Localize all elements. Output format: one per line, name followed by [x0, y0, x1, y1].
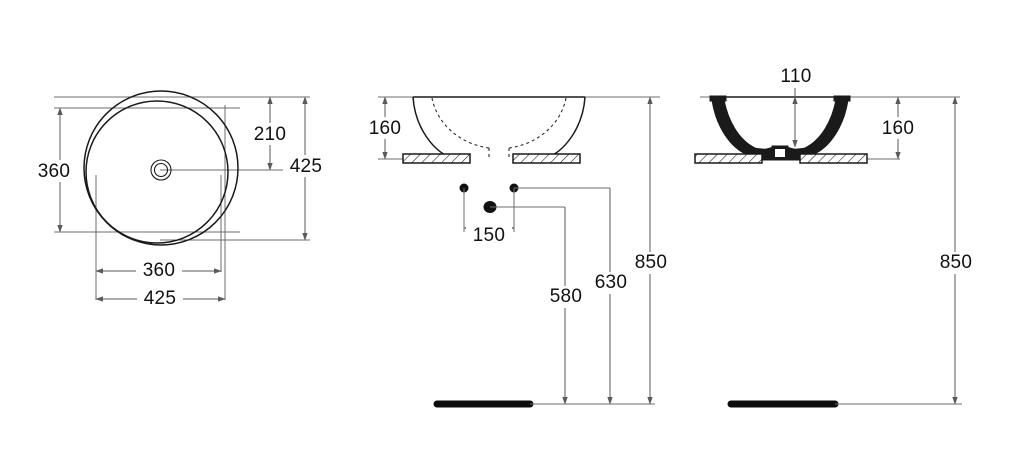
drain-inner-ring-icon: [153, 162, 169, 178]
side-countertop-left-plate: [694, 153, 763, 164]
dimension-front-630: 630: [588, 188, 634, 405]
plan-210-text-bg: [248, 123, 292, 145]
front-150-label: 150: [473, 225, 506, 246]
front-630-label: 630: [595, 272, 628, 293]
bowl-rim-left-cap: [709, 95, 727, 102]
plan-360h-text-bg: [136, 260, 182, 282]
dimension-plan-360-vertical: 360: [32, 107, 76, 233]
bowl-hidden-left-curve: [431, 97, 490, 149]
front-850-text-bg: [628, 252, 674, 274]
bowl-outer-left-profile: [412, 96, 453, 159]
plan-360v-text-bg: [32, 160, 76, 182]
inner-bowl-circle: [85, 100, 229, 244]
side-section-view: 110 160 850: [694, 66, 979, 408]
dimension-plan-210: 210: [248, 96, 292, 171]
front-580-label: 580: [550, 286, 583, 307]
drain-outer-ring-icon: [150, 159, 172, 181]
plan-360v-label: 360: [38, 161, 71, 182]
dimension-front-160: 160: [363, 96, 407, 160]
front-150-text-bg: [466, 225, 512, 247]
dimension-plan-360-horizontal: 360: [95, 260, 222, 282]
plan-425v-text-bg: [283, 155, 329, 177]
front-160-text-bg: [363, 117, 407, 139]
side-160-label: 160: [882, 118, 915, 139]
front-850-label: 850: [635, 252, 668, 273]
side-countertop-left-hatch: [695, 154, 762, 163]
side-countertop-right-plate: [799, 153, 868, 164]
plan-425h-text-bg: [137, 288, 183, 310]
dimension-front-150: 150: [463, 225, 515, 247]
countertop-right-plate: [512, 153, 581, 164]
plan-425v-label: 425: [290, 156, 323, 177]
side-countertop-right-hatch: [800, 154, 867, 163]
front-630-text-bg: [588, 272, 634, 294]
plan-210-label: 210: [254, 124, 287, 145]
dimension-side-850: 850: [933, 96, 979, 405]
countertop-right-hatch: [513, 154, 580, 163]
plan-view: 360 210 425 360 425: [32, 90, 329, 310]
plan-425h-label: 425: [144, 288, 177, 309]
countertop-left-hatch: [403, 154, 470, 163]
plan-360h-label: 360: [143, 260, 176, 281]
dimension-side-160: 160: [876, 96, 920, 160]
dimension-plan-425-horizontal: 425: [95, 288, 226, 310]
side-110-label: 110: [780, 66, 811, 87]
side-110-text-bg: [773, 66, 819, 88]
front-160-label: 160: [369, 118, 402, 139]
side-160-text-bg: [876, 117, 920, 139]
dimension-front-850: 850: [628, 96, 674, 405]
bowl-rim-right-cap: [833, 95, 851, 102]
bowl-hidden-right-curve: [508, 97, 567, 149]
outer-rim-circle: [83, 90, 239, 246]
countertop-left-plate: [402, 153, 471, 164]
dimension-side-110: 110: [773, 66, 819, 148]
dimension-plan-425-vertical: 425: [283, 96, 329, 241]
front-elevation-view: 160 150 580 630: [363, 96, 674, 408]
drain-boss-bore: [775, 149, 785, 157]
dimension-front-580: 580: [543, 207, 589, 405]
front-580-text-bg: [543, 286, 589, 308]
side-850-label: 850: [940, 252, 973, 273]
side-850-text-bg: [933, 252, 979, 274]
bowl-outer-right-profile: [545, 96, 586, 159]
